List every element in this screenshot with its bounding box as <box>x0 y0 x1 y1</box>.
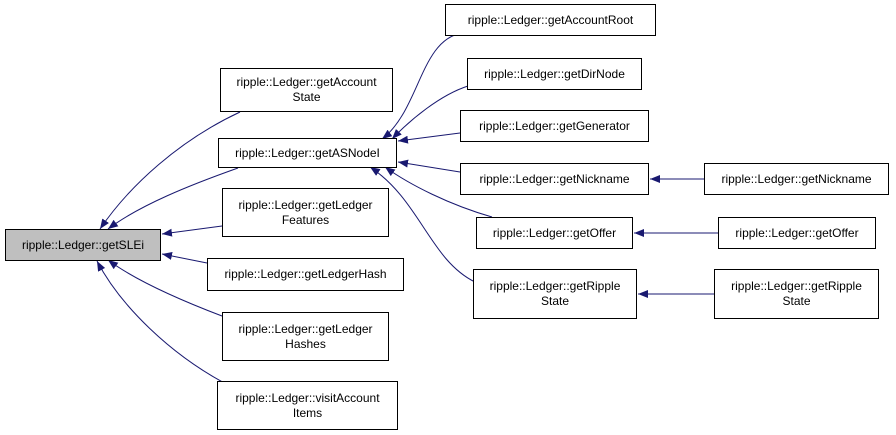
node-getdirnode[interactable]: ripple::Ledger::getDirNode <box>467 58 642 90</box>
node-getslei: ripple::Ledger::getSLEi <box>5 229 161 261</box>
node-label-line: ripple::Ledger::getLedger <box>238 197 373 212</box>
node-label-line: ripple::Ledger::getRipple <box>731 279 862 293</box>
node-label-line: ripple::Ledger::getASNodeI <box>235 145 380 160</box>
node-label-line: ripple::Ledger::getNickname <box>721 171 872 186</box>
edge-visitaccountitems-to-getslei <box>96 260 231 387</box>
node-getasnodei[interactable]: ripple::Ledger::getASNodeI <box>218 138 397 168</box>
node-getoffer-2[interactable]: ripple::Ledger::getOffer <box>718 217 876 249</box>
node-label-line: State <box>540 294 570 308</box>
node-getoffer[interactable]: ripple::Ledger::getOffer <box>476 217 633 249</box>
node-label-line: ripple::Ledger::getOffer <box>492 225 617 240</box>
edge-getledgerfeatures-to-getslei <box>161 225 223 237</box>
edge-getledgerhashes-to-getslei <box>107 259 223 317</box>
node-getledgerhash[interactable]: ripple::Ledger::getLedgerHash <box>207 258 404 291</box>
node-getnickname[interactable]: ripple::Ledger::getNickname <box>460 163 649 195</box>
edge-getaccountroot-to-getasnodei <box>381 32 463 140</box>
node-label-line: ripple::Ledger::getLedger <box>238 321 373 336</box>
node-label-line: ripple::Ledger::getNickname <box>479 171 630 186</box>
edge-getgenerator-to-getasnodei <box>397 132 461 144</box>
edge-getdirnode-to-getasnodei <box>391 85 469 140</box>
edge-getripplestate-to-getasnodei <box>369 166 476 283</box>
node-label-line: ripple::Ledger::getAccountRoot <box>467 12 634 27</box>
node-label-line: State <box>292 90 321 104</box>
node-getripplestate[interactable]: ripple::Ledger::getRipple State <box>473 269 637 319</box>
node-getledgerhashes[interactable]: ripple::Ledger::getLedger Hashes <box>222 312 389 361</box>
node-label-line: Hashes <box>285 336 326 351</box>
edge-getaccountstate-to-getslei <box>99 111 241 230</box>
node-label-line: State <box>782 294 811 308</box>
node-label-line: ripple::Ledger::getGenerator <box>479 118 630 133</box>
node-label-line: Items <box>292 405 323 420</box>
node-label-line: ripple::Ledger::visitAccount <box>235 390 380 405</box>
node-label-line: ripple::Ledger::getSLEi <box>21 237 145 252</box>
node-label-line: ripple::Ledger::getRipple <box>489 279 621 293</box>
node-label-line: ripple::Ledger::getAccount <box>236 75 377 89</box>
node-label-line: ripple::Ledger::getDirNode <box>484 66 625 81</box>
node-label-line: ripple::Ledger::getOffer <box>735 225 859 240</box>
node-getnickname-2[interactable]: ripple::Ledger::getNickname <box>704 163 889 195</box>
edge-getnickname-to-getasnodei <box>397 159 461 173</box>
edge-getasnodei-to-getslei <box>107 167 239 230</box>
node-visitaccountitems[interactable]: ripple::Ledger::visitAccount Items <box>217 381 398 430</box>
node-getaccountstate[interactable]: ripple::Ledger::getAccount State <box>220 68 393 112</box>
node-label-line: ripple::Ledger::getLedgerHash <box>224 267 387 281</box>
node-getledgerfeatures[interactable]: ripple::Ledger::getLedger Features <box>222 188 389 237</box>
node-getaccountroot[interactable]: ripple::Ledger::getAccountRoot <box>445 4 656 36</box>
node-label-line: Features <box>281 212 330 227</box>
edge-getledgerhash-to-getslei <box>161 252 208 264</box>
node-getripplestate-2[interactable]: ripple::Ledger::getRipple State <box>714 269 879 319</box>
node-getgenerator[interactable]: ripple::Ledger::getGenerator <box>460 110 649 142</box>
edge-getoffer-to-getasnodei <box>384 166 493 218</box>
